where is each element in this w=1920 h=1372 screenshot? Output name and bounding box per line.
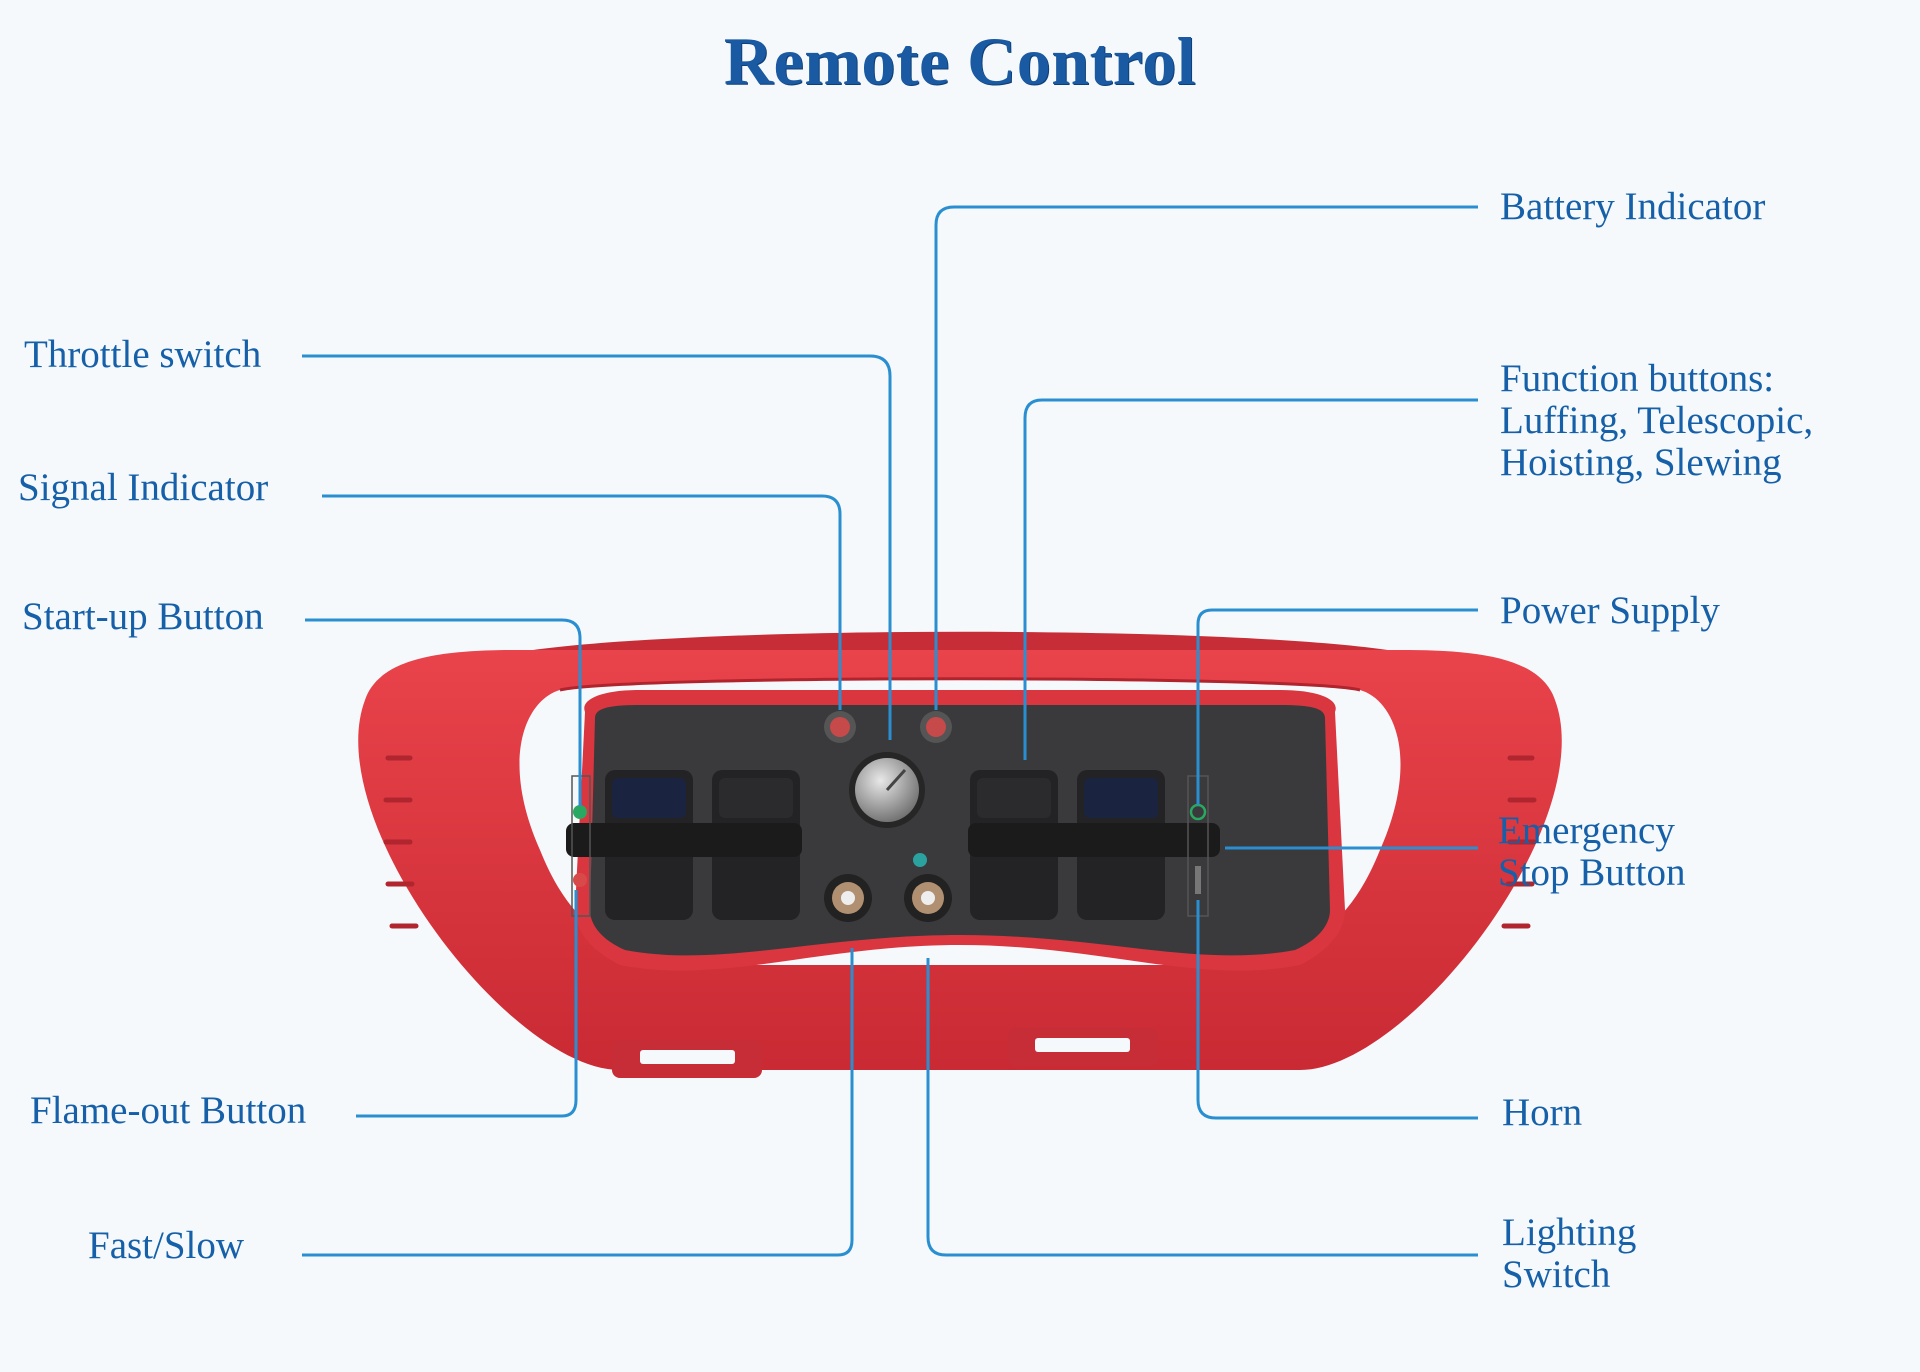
right-guard-bar — [968, 823, 1220, 857]
leader-flameout — [356, 890, 578, 1118]
startup-icon — [573, 805, 587, 819]
leader-fastslow — [302, 948, 854, 1257]
lighting-switch[interactable] — [904, 874, 952, 922]
label-fast-slow: Fast/Slow — [88, 1224, 245, 1267]
leader-function — [1023, 398, 1478, 760]
leader-throttle — [302, 354, 892, 740]
battery-indicator-light — [920, 711, 952, 743]
label-throttle-switch: Throttle switch — [24, 333, 262, 376]
leader-startup — [305, 618, 582, 806]
fast-slow-switch[interactable] — [824, 874, 872, 922]
horn-icon — [1195, 866, 1201, 894]
leader-lighting — [926, 958, 1478, 1257]
label-battery-indicator: Battery Indicator — [1500, 185, 1766, 228]
label-flameout-button: Flame-out Button — [30, 1089, 307, 1132]
label-signal-indicator: Signal Indicator — [18, 466, 269, 509]
flameout-icon — [573, 873, 587, 887]
page-title: Remote Control — [723, 23, 1197, 99]
leader-signal — [322, 494, 842, 710]
throttle-knob[interactable] — [849, 752, 925, 828]
leader-power — [1196, 608, 1478, 805]
label-startup-button: Start-up Button — [22, 595, 264, 638]
light-icon — [913, 853, 927, 867]
label-emergency-stop: Emergency Stop Button — [1498, 809, 1686, 894]
left-guard-bar — [566, 823, 802, 857]
label-horn: Horn — [1502, 1091, 1583, 1134]
label-power-supply: Power Supply — [1500, 589, 1720, 632]
leader-battery — [934, 205, 1478, 710]
signal-indicator-light — [824, 711, 856, 743]
label-function-buttons: Function buttons: Luffing, Telescopic, H… — [1500, 357, 1814, 484]
leader-horn — [1196, 900, 1478, 1120]
label-lighting-switch: Lighting Switch — [1502, 1211, 1637, 1296]
